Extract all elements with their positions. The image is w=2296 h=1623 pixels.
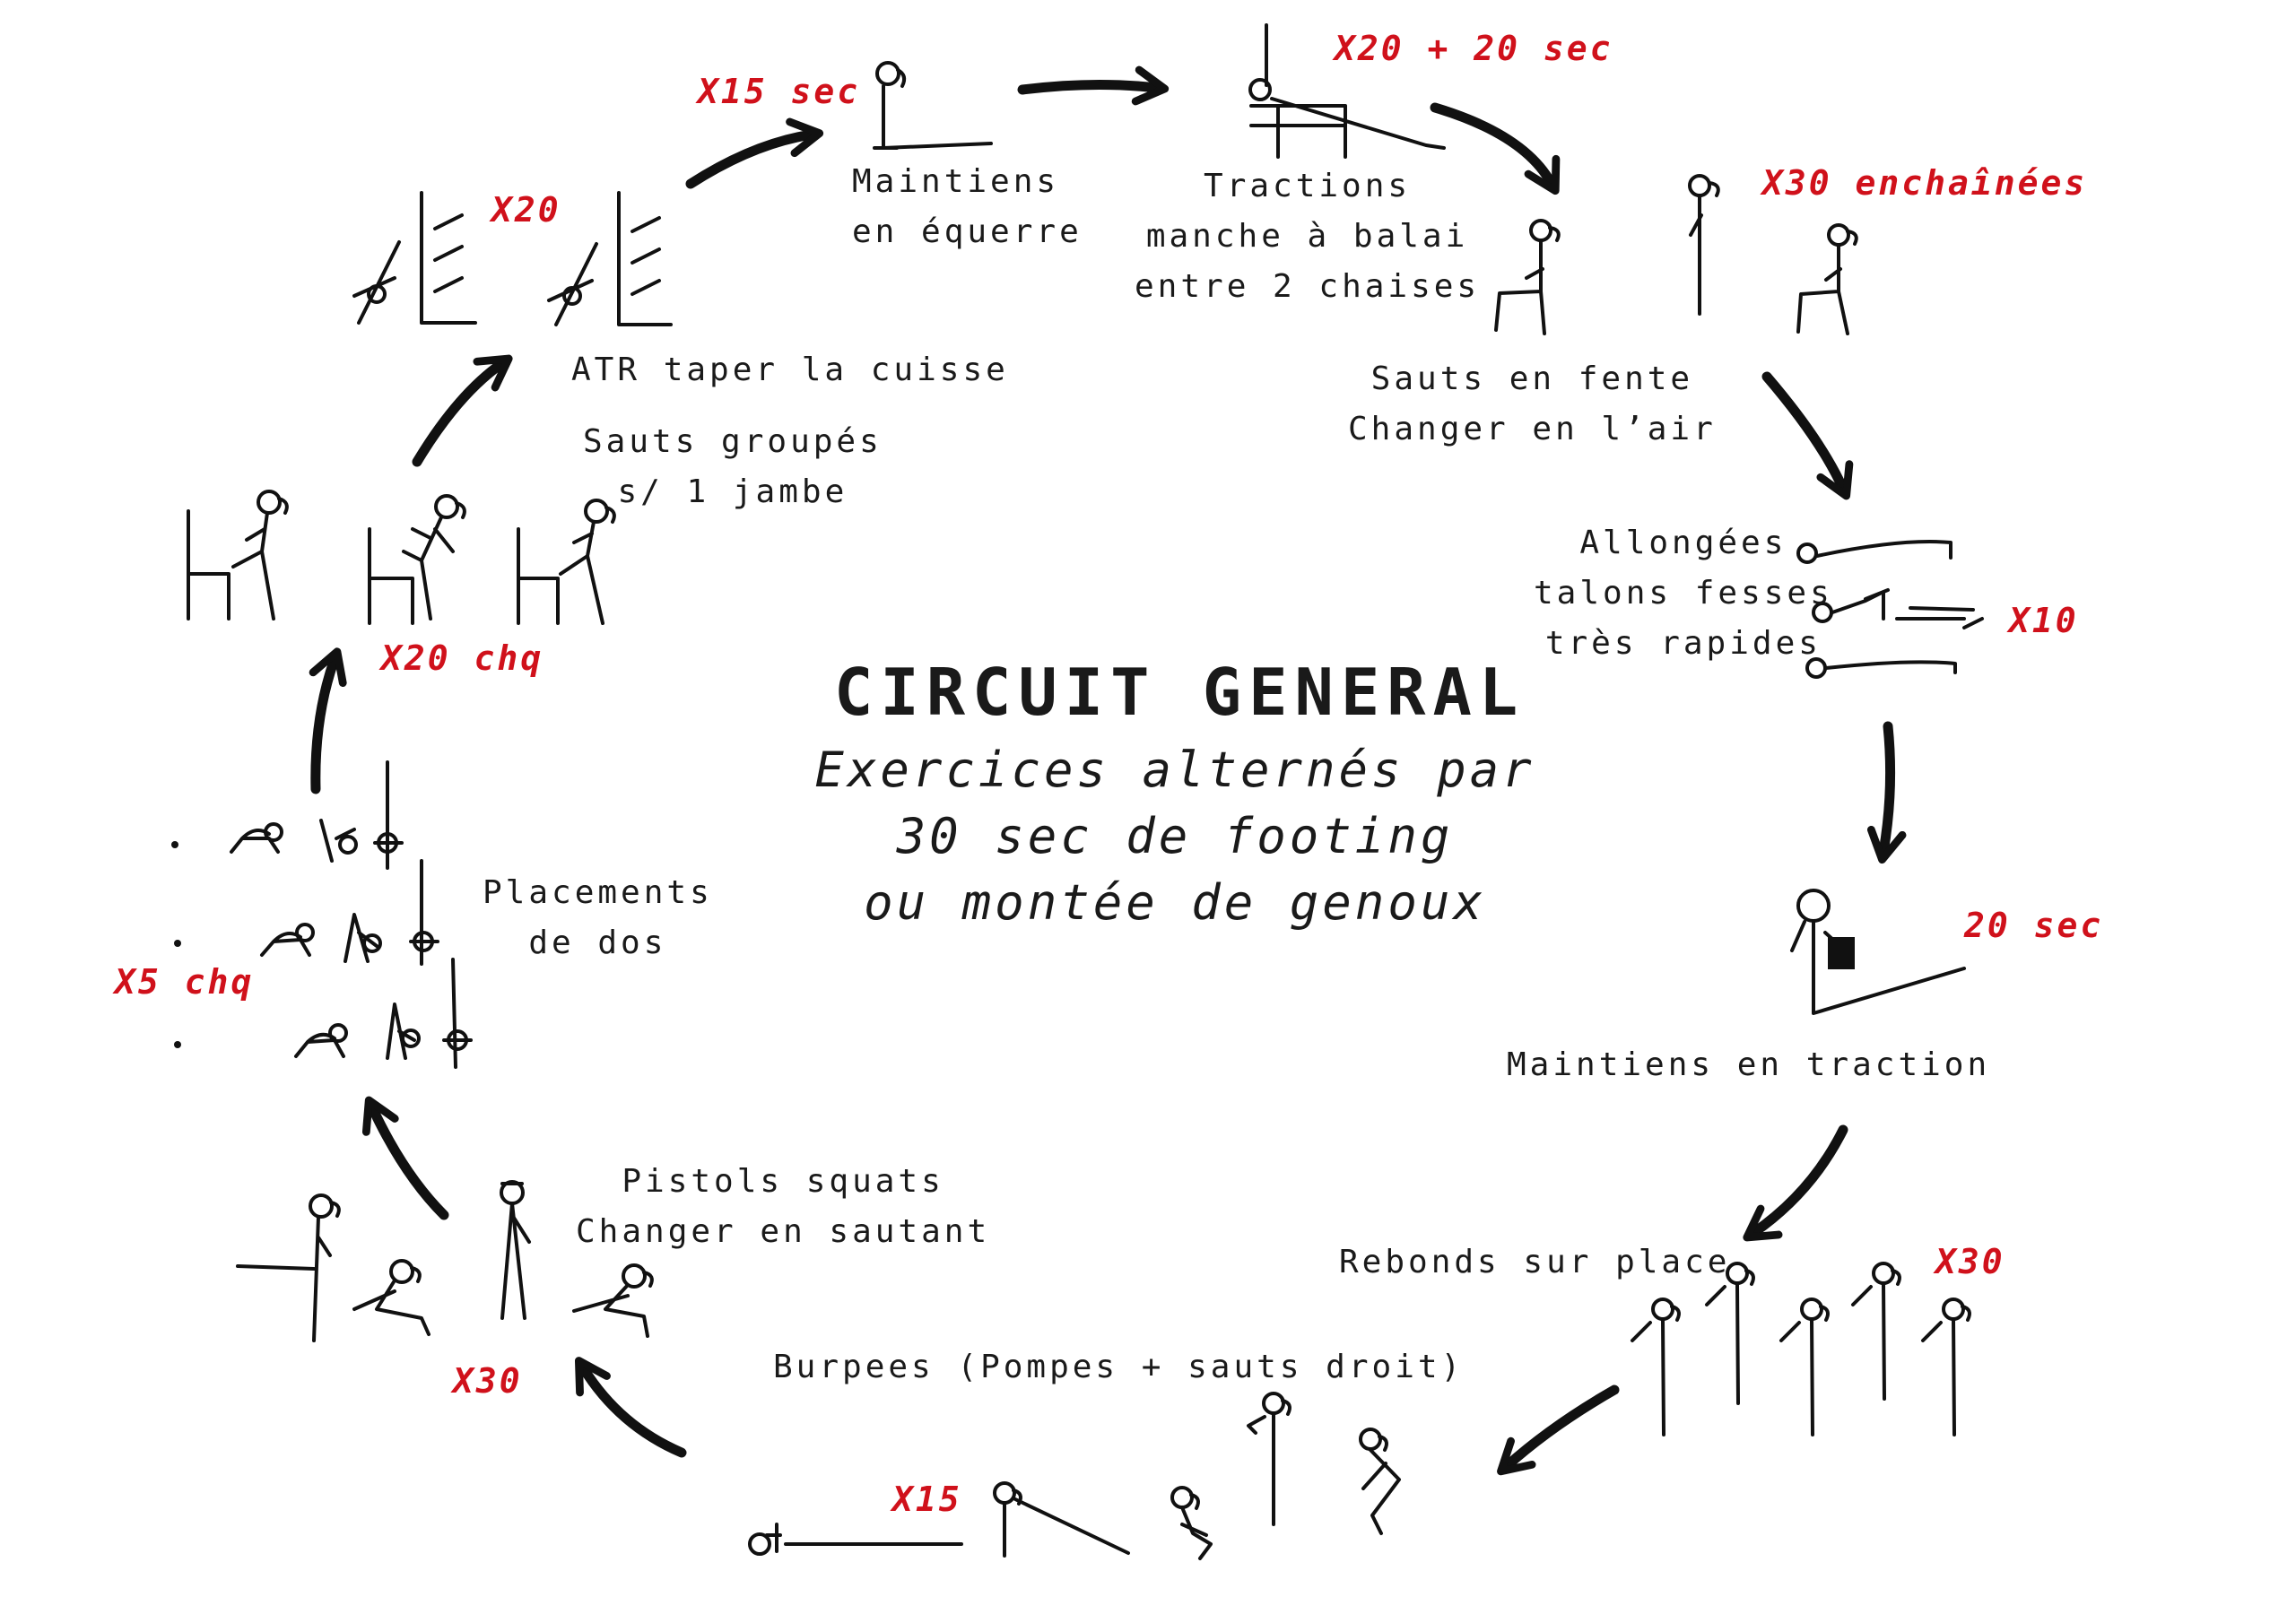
arrow-5 (1866, 721, 1907, 864)
placement-row-1 (230, 760, 404, 870)
exercise-label-tractions: Tractions manche à balai entre 2 chaises (1135, 168, 1481, 305)
arrow-7 (1497, 1384, 1620, 1476)
rebond-figure-4 (1851, 1262, 1901, 1401)
traction-figure (1790, 889, 1966, 1015)
reps-placements-dos: X5 chq (115, 962, 255, 1002)
arrow-9 (361, 1096, 449, 1220)
reps-sauts-groupes: X20 chq (381, 638, 544, 678)
reps-tractions: X20 + 20 sec (1335, 29, 1613, 68)
exercise-label-sauts-fente: Sauts en fente Changer en l’air (1348, 360, 1717, 447)
page-title: CIRCUIT GENERAL (834, 655, 1526, 730)
rebond-figure-3 (1779, 1298, 1830, 1436)
exercise-label-pistols: Pistols squats Changer en sautant (576, 1163, 991, 1250)
pistol-figure-2 (352, 1259, 430, 1336)
sauts-groupes-figure-2 (368, 494, 466, 625)
allongees-figure-1 (1796, 540, 1952, 564)
exercise-label-maintiens-equerre: Maintiens en équerre (852, 163, 1083, 250)
reps-burpees: X15 (892, 1480, 962, 1519)
allongees-figure-3 (1805, 657, 1957, 679)
rebond-figure-5 (1921, 1298, 1971, 1436)
atr-figure-2 (547, 191, 673, 326)
arrow-4 (1761, 371, 1854, 500)
reps-pistols: X30 (453, 1361, 523, 1401)
arrow-3 (1430, 102, 1561, 195)
reps-atr: X20 (491, 190, 561, 230)
pistol-figure-4 (572, 1263, 654, 1338)
burpee-figure-2 (993, 1481, 1130, 1558)
arrow-11 (412, 354, 513, 467)
burpee-figure-4 (1247, 1392, 1292, 1526)
traction-block (1828, 937, 1855, 969)
placement-row-2 (260, 859, 439, 966)
arrow-10 (309, 647, 347, 794)
reps-allongees: X10 (2009, 601, 2079, 640)
exercise-label-atr: ATR taper la cuisse (571, 352, 1009, 388)
arrow-8 (574, 1357, 687, 1458)
burpee-figure-1 (748, 1523, 963, 1556)
subtitle-line: Exercices alternés par (814, 742, 1535, 798)
reps-maintiens-equerre: X15 sec (698, 72, 861, 111)
sauts-groupes-figure-3 (517, 499, 616, 625)
equerre-figure (873, 61, 993, 150)
subtitle-line: ou montée de genoux (864, 874, 1486, 931)
page-subtitle: Exercices alternés par 30 sec de footing… (807, 737, 1543, 936)
subtitle-line: 30 sec de footing (896, 808, 1454, 864)
exercise-label-allongees: Allongées talons fesses très rapides (1534, 525, 1833, 662)
rebond-figure-1 (1631, 1298, 1681, 1436)
burpee-figure-3 (1170, 1486, 1213, 1560)
exercise-label-maintiens-traction: Maintiens en traction (1507, 1046, 1991, 1083)
burpee-figure-5 (1359, 1428, 1401, 1535)
atr-figure-1 (352, 191, 477, 325)
tractions-figure (1248, 23, 1446, 159)
placement-bullets (171, 841, 181, 1048)
rebond-figure-2 (1705, 1262, 1755, 1405)
pistol-figure-3 (500, 1180, 531, 1320)
fente-figure-3 (1796, 223, 1858, 335)
allongees-figure-2 (1812, 588, 1984, 629)
exercise-label-sauts-groupes: Sauts groupés s/ 1 jambe (583, 423, 883, 510)
pistol-figure-1 (236, 1193, 341, 1342)
exercise-label-rebonds: Rebonds sur place (1339, 1244, 1731, 1280)
placement-row-3 (294, 958, 473, 1069)
reps-sauts-fente: X30 enchaînées (1762, 163, 2088, 203)
reps-maintiens-traction: 20 sec (1964, 906, 2104, 945)
fente-figure-2 (1688, 174, 1720, 316)
arrow-2 (1017, 65, 1170, 106)
arrow-1 (685, 117, 824, 189)
sauts-groupes-figure-1 (187, 490, 289, 621)
exercise-label-placements-dos: Placements de dos (483, 874, 713, 961)
arrow-6 (1743, 1124, 1848, 1242)
fente-figure-1 (1494, 219, 1561, 335)
reps-rebonds: X30 (1935, 1242, 2005, 1281)
exercise-label-burpees: Burpees (Pompes + sauts droit) (773, 1349, 1465, 1385)
